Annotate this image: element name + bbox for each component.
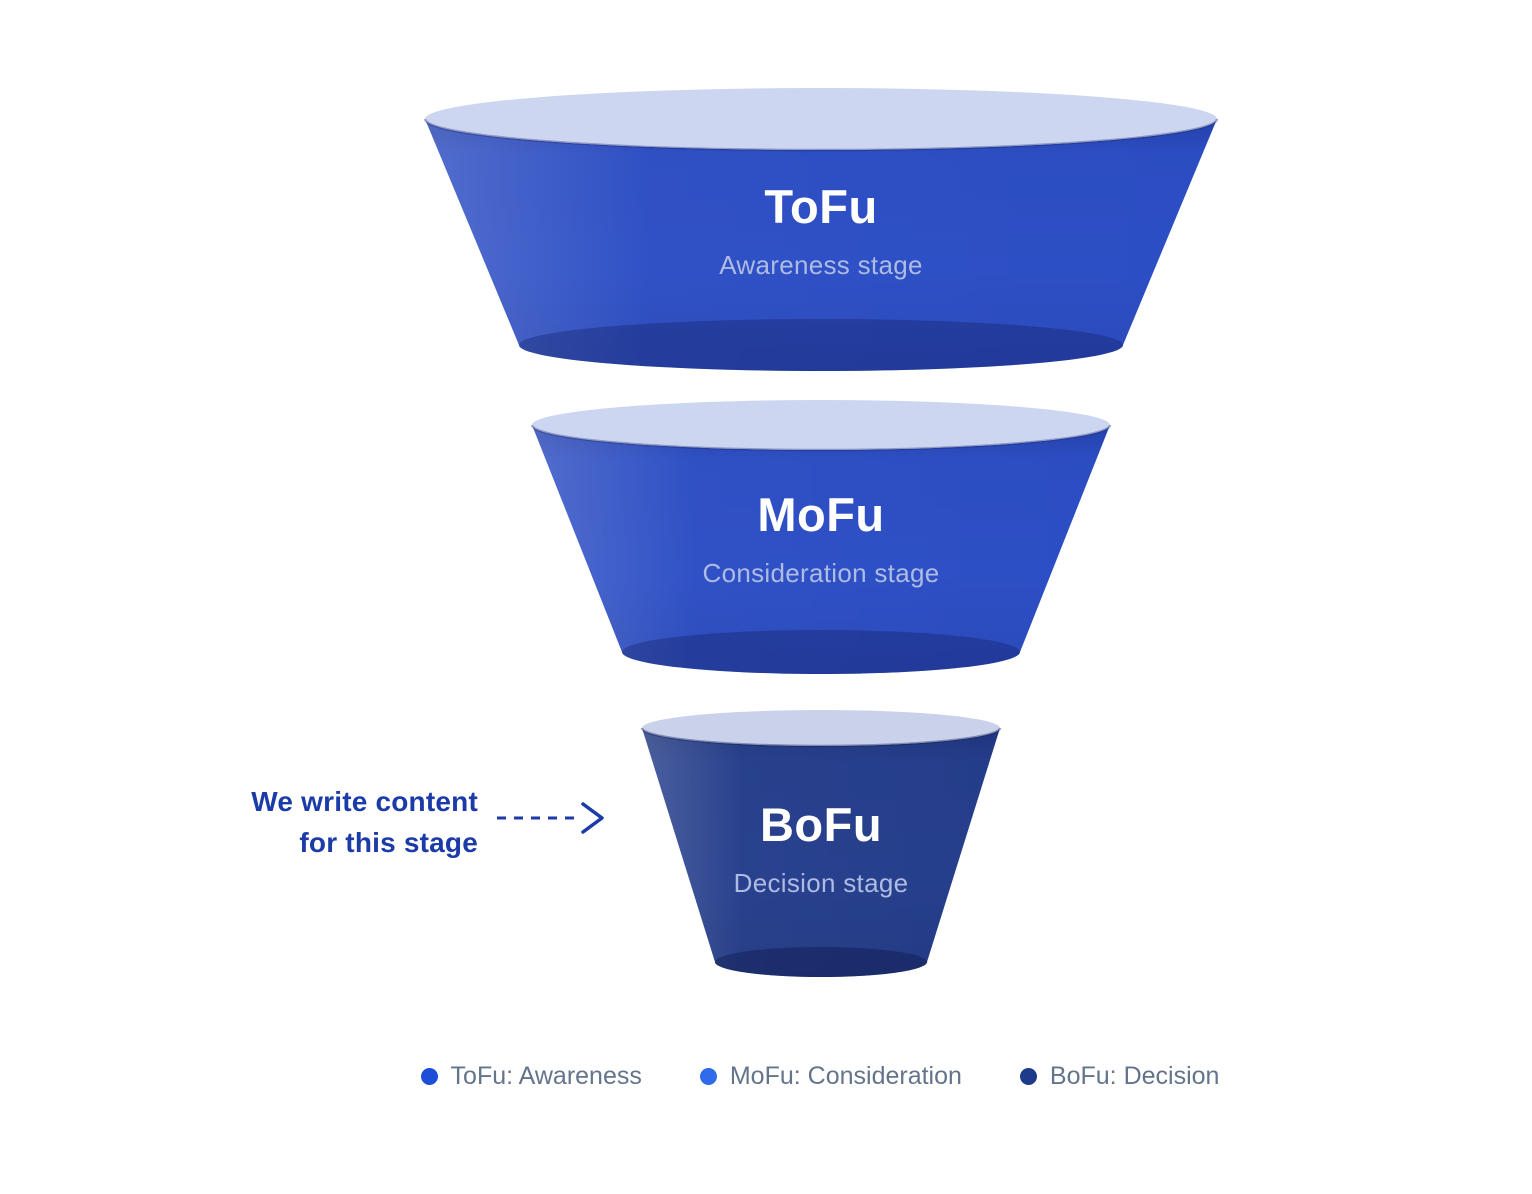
bofu-rim-line (640, 727, 1002, 748)
mofu-rim-line (530, 424, 1112, 452)
mofu-top-opening (532, 400, 1110, 450)
tofu-body-sheen-overlay (425, 119, 1217, 371)
annotation-text: We write content for this stage (160, 781, 478, 863)
tofu-rim-line (423, 118, 1219, 152)
tofu-top-opening (425, 88, 1217, 150)
funnel-stage-bofu (640, 710, 1002, 977)
mofu-bottom-shade (622, 630, 1020, 674)
legend-dot-mofu-icon (699, 1068, 717, 1085)
arrow-head-icon (581, 802, 604, 834)
mofu-body-sheen-overlay (532, 425, 1110, 674)
legend-dot-bofu-icon (1019, 1068, 1037, 1085)
annotation-line-2: for this stage (299, 827, 478, 858)
legend-label-mofu: MoFu: Consideration (729, 1062, 962, 1090)
legend-label-bofu: BoFu: Decision (1049, 1062, 1220, 1090)
legend-item-mofu: MoFu: Consideration (699, 1062, 962, 1091)
legend: ToFu: Awareness MoFu: Consideration BoFu… (54, 1062, 1532, 1091)
bofu-body-sheen-overlay (642, 728, 1000, 977)
funnel-stage-mofu (530, 400, 1112, 674)
bofu-bottom-shade (715, 947, 927, 977)
legend-dot-tofu-icon (420, 1068, 438, 1085)
tofu-bottom-shade (519, 319, 1123, 371)
funnel-stage-tofu (423, 88, 1219, 371)
legend-item-tofu: ToFu: Awareness (420, 1062, 642, 1091)
bofu-top-opening (642, 710, 1000, 746)
legend-item-bofu: BoFu: Decision (1019, 1062, 1220, 1091)
annotation-line-1: We write content (251, 786, 478, 817)
legend-label-tofu: ToFu: Awareness (450, 1062, 642, 1090)
annotation-arrow (497, 802, 604, 834)
